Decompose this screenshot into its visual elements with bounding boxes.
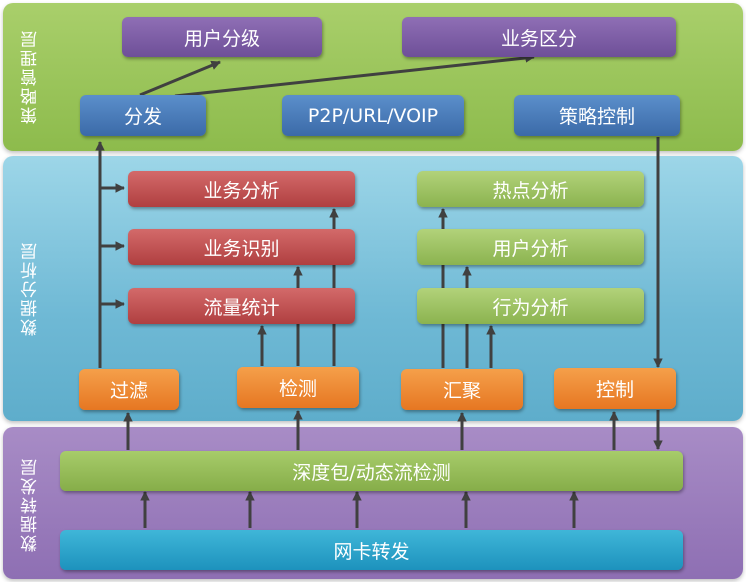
traffic-stats-box: 流量统计 bbox=[128, 288, 355, 324]
arrow-distribute-to-user-grading bbox=[139, 60, 221, 97]
policy-control-box: 策略控制 bbox=[514, 95, 680, 136]
user-grading-box: 用户分级 bbox=[122, 17, 322, 57]
user-analysis-box: 用户分析 bbox=[417, 229, 644, 265]
distribute-box: 分发 bbox=[80, 95, 206, 136]
dpi-box: 深度包/动态流检测 bbox=[60, 451, 683, 491]
nic-forward-box: 网卡转发 bbox=[60, 530, 683, 570]
arrow-distribute-to-service-zone bbox=[174, 53, 535, 98]
aggregate-box: 汇聚 bbox=[401, 369, 523, 410]
filter-box: 过滤 bbox=[79, 369, 179, 410]
detect-box: 检测 bbox=[237, 367, 359, 408]
hotspot-analysis-box: 热点分析 bbox=[417, 171, 644, 207]
p2p-url-voip-box: P2P/URL/VOIP bbox=[282, 95, 464, 136]
service-analysis-box: 业务分析 bbox=[128, 171, 355, 207]
control-box: 控制 bbox=[554, 368, 676, 409]
service-identify-box: 业务识别 bbox=[128, 229, 355, 265]
service-zone-box: 业务区分 bbox=[402, 17, 676, 57]
behavior-analysis-box: 行为分析 bbox=[417, 288, 644, 324]
